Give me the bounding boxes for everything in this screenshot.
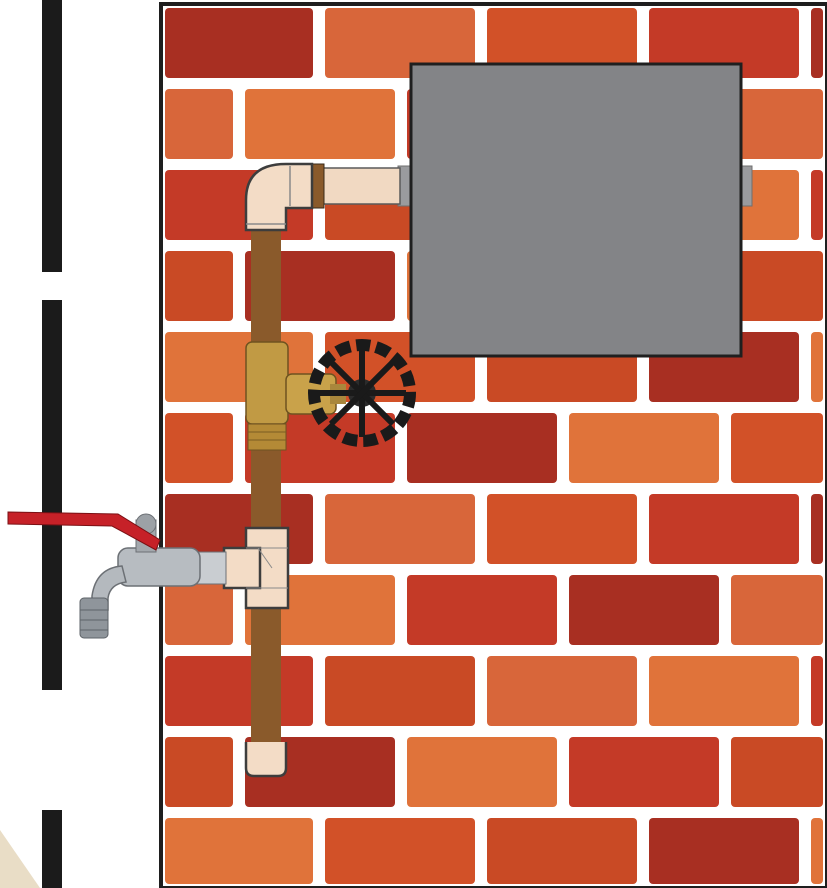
brick: [165, 656, 313, 726]
tap-hose-connector: [80, 598, 108, 638]
brick: [165, 413, 233, 483]
brick: [569, 737, 719, 807]
brick: [731, 413, 823, 483]
brick: [165, 8, 313, 78]
brick: [811, 494, 823, 564]
pipe-end-cap: [246, 742, 286, 776]
brick: [731, 737, 823, 807]
brick: [811, 332, 823, 402]
floor-wedge: [0, 830, 40, 888]
brick: [649, 656, 799, 726]
left-post-gap-2: [42, 690, 62, 810]
brick: [487, 818, 637, 884]
brick: [731, 575, 823, 645]
brick: [811, 170, 823, 240]
brick: [649, 494, 799, 564]
brick: [245, 89, 395, 159]
brick: [731, 251, 823, 321]
gray-box: [398, 64, 752, 356]
brick: [487, 494, 637, 564]
pipe-coupling: [312, 164, 324, 208]
brick: [731, 89, 823, 159]
brick: [487, 656, 637, 726]
box-body: [411, 64, 741, 356]
brick: [407, 575, 557, 645]
brick: [811, 818, 823, 884]
brick: [325, 818, 475, 884]
brick: [165, 818, 313, 884]
left-post-gap: [42, 272, 62, 300]
brick: [407, 737, 557, 807]
brick: [569, 413, 719, 483]
brick: [811, 656, 823, 726]
brick: [811, 8, 823, 78]
tap-body: [118, 548, 200, 586]
brick: [407, 413, 557, 483]
brick: [569, 575, 719, 645]
brick: [325, 494, 475, 564]
brick: [165, 89, 233, 159]
brick: [325, 656, 475, 726]
brick: [165, 737, 233, 807]
brick: [649, 818, 799, 884]
brick: [165, 251, 233, 321]
pipe-vertical: [251, 215, 281, 755]
